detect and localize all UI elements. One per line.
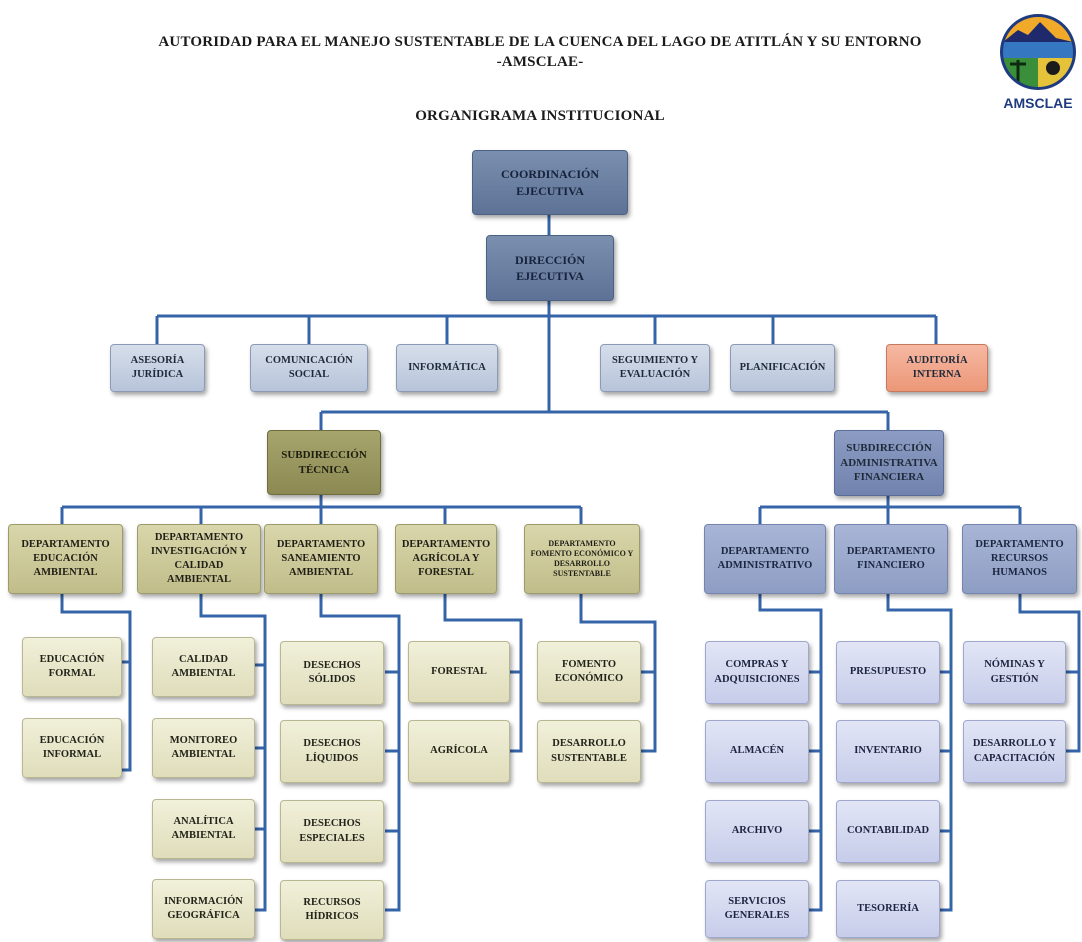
desarrollo-sustentable-box: DESARROLLO SUSTENTABLE — [537, 720, 641, 783]
org-title-line2: -AMSCLAE- — [496, 54, 584, 70]
planificacion-box: PLANIFICACIÓN — [730, 344, 835, 392]
educacion-formal-box: EDUCACIÓN FORMAL — [22, 637, 122, 697]
seguimiento-evaluacion-box: SEGUIMIENTO Y EVALUACIÓN — [600, 344, 710, 392]
fomento-economico-box: FOMENTO ECONÓMICO — [537, 641, 641, 703]
desechos-liquidos-box: DESECHOS LÍQUIDOS — [280, 720, 384, 783]
contabilidad-box: CONTABILIDAD — [836, 800, 940, 863]
dept-financiero-box: DEPARTAMENTO FINANCIERO — [834, 524, 948, 594]
desechos-solidos-box: DESECHOS SÓLIDOS — [280, 641, 384, 705]
subdireccion-administrativa-financiera-box: SUBDIRECCIÓN ADMINISTRATIVA FINANCIERA — [834, 430, 944, 496]
dept-administrativo-box: DEPARTAMENTO ADMINISTRATIVO — [704, 524, 826, 594]
desechos-especiales-box: DESECHOS ESPECIALES — [280, 800, 384, 863]
subdireccion-tecnica-box: SUBDIRECCIÓN TÉCNICA — [267, 430, 381, 495]
informacion-geografica-box: INFORMACIÓN GEOGRÁFICA — [152, 879, 255, 939]
logo-text: AMSCLAE — [1003, 95, 1072, 111]
presupuesto-box: PRESUPUESTO — [836, 641, 940, 704]
informatica-box: INFORMÁTICA — [396, 344, 498, 392]
dept-saneamiento-ambiental-box: DEPARTAMENTO SANEAMIENTO AMBIENTAL — [264, 524, 378, 594]
chart-subtitle: ORGANIGRAMA INSTITUCIONAL — [415, 108, 665, 124]
org-title-line1: AUTORIDAD PARA EL MANEJO SUSTENTABLE DE … — [158, 34, 922, 50]
educacion-informal-box: EDUCACIÓN INFORMAL — [22, 718, 122, 778]
direccion-ejecutiva-box: DIRECCIÓN EJECUTIVA — [486, 235, 614, 301]
dept-educacion-ambiental-box: DEPARTAMENTO EDUCACIÓN AMBIENTAL — [8, 524, 123, 594]
dept-recursos-humanos-box: DEPARTAMENTO RECURSOS HUMANOS — [962, 524, 1077, 594]
forestal-box: FORESTAL — [408, 641, 510, 703]
almacen-box: ALMACÉN — [705, 720, 809, 783]
analitica-ambiental-box: ANALÍTICA AMBIENTAL — [152, 799, 255, 859]
tesoreria-box: TESORERÍA — [836, 880, 940, 938]
agricola-box: AGRÍCOLA — [408, 720, 510, 783]
auditoria-interna-box: AUDITORÍA INTERNA — [886, 344, 988, 392]
archivo-box: ARCHIVO — [705, 800, 809, 863]
recursos-hidricos-box: RECURSOS HÍDRICOS — [280, 880, 384, 940]
inventario-box: INVENTARIO — [836, 720, 940, 783]
comunicacion-social-box: COMUNICACIÓN SOCIAL — [250, 344, 368, 392]
monitoreo-ambiental-box: MONITOREO AMBIENTAL — [152, 718, 255, 778]
calidad-ambiental-box: CALIDAD AMBIENTAL — [152, 637, 255, 697]
servicios-generales-box: SERVICIOS GENERALES — [705, 880, 809, 938]
amsclae-logo: AMSCLAE — [1000, 14, 1076, 111]
dept-fomento-economico-box: DEPARTAMENTO FOMENTO ECONÓMICO Y DESARRO… — [524, 524, 640, 594]
asesoria-juridica-box: ASESORÍA JURÍDICA — [110, 344, 205, 392]
nominas-gestion-box: NÓMINAS Y GESTIÓN — [963, 641, 1066, 704]
dept-investigacion-calidad-box: DEPARTAMENTO INVESTIGACIÓN Y CALIDAD AMB… — [137, 524, 261, 594]
compras-adquisiciones-box: COMPRAS Y ADQUISICIONES — [705, 641, 809, 704]
coordinacion-ejecutiva-box: COORDINACIÓN EJECUTIVA — [472, 150, 628, 215]
desarrollo-capacitacion-box: DESARROLLO Y CAPACITACIÓN — [963, 720, 1066, 783]
dept-agricola-forestal-box: DEPARTAMENTO AGRÍCOLA Y FORESTAL — [395, 524, 497, 594]
